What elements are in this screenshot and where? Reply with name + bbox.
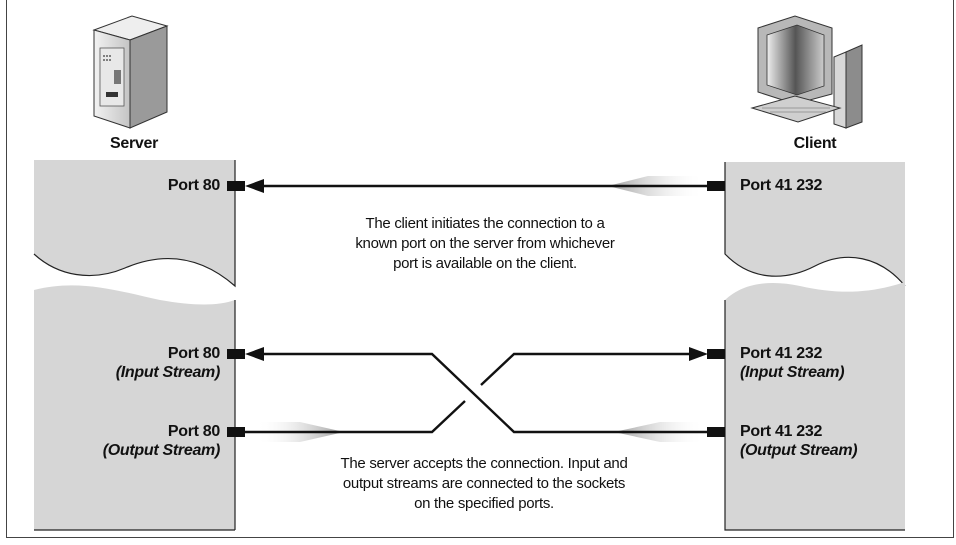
caption-line: port is available on the client.	[393, 255, 577, 272]
client-input-port: Port 41 232	[740, 345, 823, 362]
client-output-socket	[707, 427, 725, 437]
client-input-socket	[707, 349, 725, 359]
server-label: Server	[109, 135, 159, 152]
client-output-port: Port 41 232	[740, 423, 823, 440]
server-tower-icon	[92, 15, 169, 129]
server-input-stream: (Input Stream)	[115, 364, 221, 381]
caption-line: known port on the server from whichever	[355, 235, 615, 252]
top-client-port: Port 41 232	[740, 177, 823, 194]
client-top-panel	[724, 162, 906, 287]
top-connection	[227, 176, 725, 196]
stream-connections	[227, 347, 725, 442]
arrowhead-left	[245, 179, 264, 193]
caption-line: The client initiates the connection to a	[365, 215, 605, 232]
top-caption: The client initiates the connection to a…	[340, 214, 630, 274]
client-label: Client	[793, 135, 837, 152]
caption-line: The server accepts the connection. Input…	[340, 455, 628, 472]
arrowhead-left	[245, 347, 264, 361]
server-output-socket	[227, 427, 245, 437]
client-port-socket	[707, 181, 725, 191]
caption-line: output streams are connected to the sock…	[342, 475, 626, 492]
client-bottom-panel	[724, 282, 905, 531]
bottom-caption: The server accepts the connection. Input…	[326, 454, 642, 514]
server-output-port: Port 80	[167, 423, 220, 440]
client-computer-icon	[750, 15, 863, 129]
client-output-stream: (Output Stream)	[740, 442, 858, 459]
server-top-panel	[33, 160, 236, 288]
figure-frame	[6, 0, 954, 538]
server-bottom-panel	[34, 285, 236, 531]
caption-line: on the specified ports.	[414, 495, 554, 512]
arrowhead-right	[689, 347, 708, 361]
top-server-port: Port 80	[167, 177, 220, 194]
server-port-80-socket	[227, 181, 245, 191]
server-input-socket	[227, 349, 245, 359]
server-input-port: Port 80	[167, 345, 220, 362]
server-output-stream: (Output Stream)	[102, 442, 221, 459]
client-input-stream: (Input Stream)	[740, 364, 845, 381]
